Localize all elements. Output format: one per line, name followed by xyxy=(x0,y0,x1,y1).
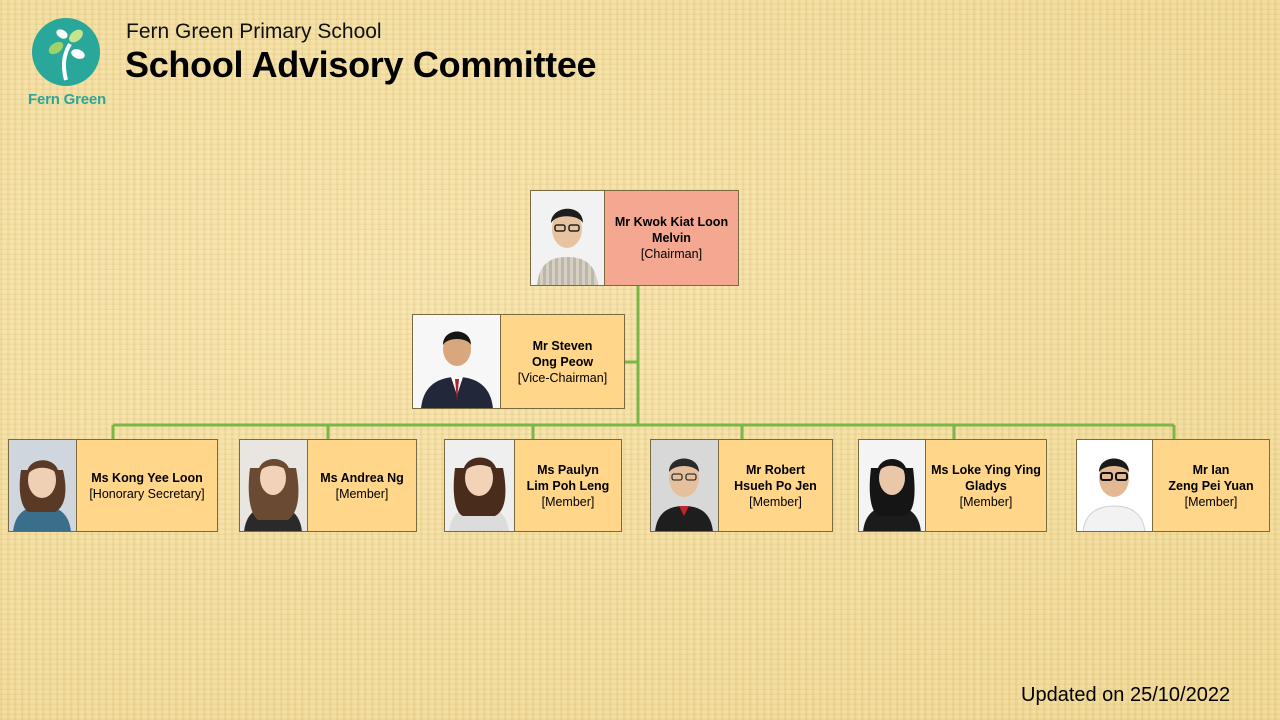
person-icon xyxy=(9,440,76,531)
member-card: Ms Paulyn Lim Poh Leng [Member] xyxy=(444,439,622,532)
vice-chairman-card: Mr Steven Ong Peow [Vice-Chairman] xyxy=(412,314,625,409)
chairman-card: Mr Kwok Kiat Loon Melvin [Chairman] xyxy=(530,190,739,286)
member-name-line1: Mr Robert xyxy=(745,462,806,477)
school-name: Fern Green Primary School xyxy=(126,20,382,43)
member-name-line1: Ms Andrea Ng xyxy=(320,470,404,485)
vice-chairman-role: [Vice-Chairman] xyxy=(517,370,608,385)
member-photo xyxy=(1077,440,1153,531)
member-role: [Member] xyxy=(1184,494,1238,509)
person-icon xyxy=(859,440,925,531)
chairman-name-line2: Melvin xyxy=(652,231,691,245)
updated-date: Updated on 25/10/2022 xyxy=(1021,684,1231,706)
member-card: Mr Ian Zeng Pei Yuan [Member] xyxy=(1076,439,1270,532)
member-card: Mr Robert Hsueh Po Jen [Member] xyxy=(650,439,833,532)
logo-text: Fern Green xyxy=(28,91,107,108)
chairman-name-line1: Mr Kwok Kiat Loon xyxy=(614,215,729,229)
member-card: Ms Kong Yee Loon [Honorary Secretary] xyxy=(8,439,218,532)
member-card: Ms Andrea Ng [Member] xyxy=(239,439,417,532)
member-role: [Member] xyxy=(749,494,802,509)
member-name-line2: Zeng Pei Yuan xyxy=(1168,478,1254,493)
member-card: Ms Loke Ying Ying Gladys [Member] xyxy=(858,439,1047,532)
member-name-line2: Hsueh Po Jen xyxy=(734,478,817,493)
member-role: [Honorary Secretary] xyxy=(89,486,205,501)
member-photo xyxy=(651,440,719,531)
school-logo xyxy=(32,18,100,86)
person-icon xyxy=(531,191,604,285)
chairman-role: [Chairman] xyxy=(640,247,703,261)
member-name-line1: Mr Ian xyxy=(1192,462,1230,477)
member-name-line1: Ms Kong Yee Loon xyxy=(91,470,203,485)
page-title: School Advisory Committee xyxy=(125,44,597,85)
member-name-line2: Lim Poh Leng xyxy=(526,478,610,493)
member-name-line1: Ms Paulyn xyxy=(537,462,599,477)
person-icon xyxy=(240,440,307,531)
member-role: [Member] xyxy=(335,486,389,501)
person-icon xyxy=(445,440,514,531)
person-icon xyxy=(1077,440,1152,531)
member-photo xyxy=(445,440,515,531)
member-photo xyxy=(240,440,308,531)
person-icon xyxy=(651,440,718,531)
member-name-line1: Ms Loke Ying Ying xyxy=(931,462,1041,477)
member-role: [Member] xyxy=(959,494,1013,509)
person-icon xyxy=(413,315,500,408)
member-photo xyxy=(9,440,77,531)
vice-chairman-name-line2: Ong Peow xyxy=(531,354,594,369)
chairman-photo xyxy=(531,191,605,285)
member-name-line2: Gladys xyxy=(965,478,1007,493)
vice-chairman-photo xyxy=(413,315,501,408)
member-photo xyxy=(859,440,926,531)
vice-chairman-name-line1: Mr Steven xyxy=(532,338,593,353)
member-role: [Member] xyxy=(541,494,595,509)
